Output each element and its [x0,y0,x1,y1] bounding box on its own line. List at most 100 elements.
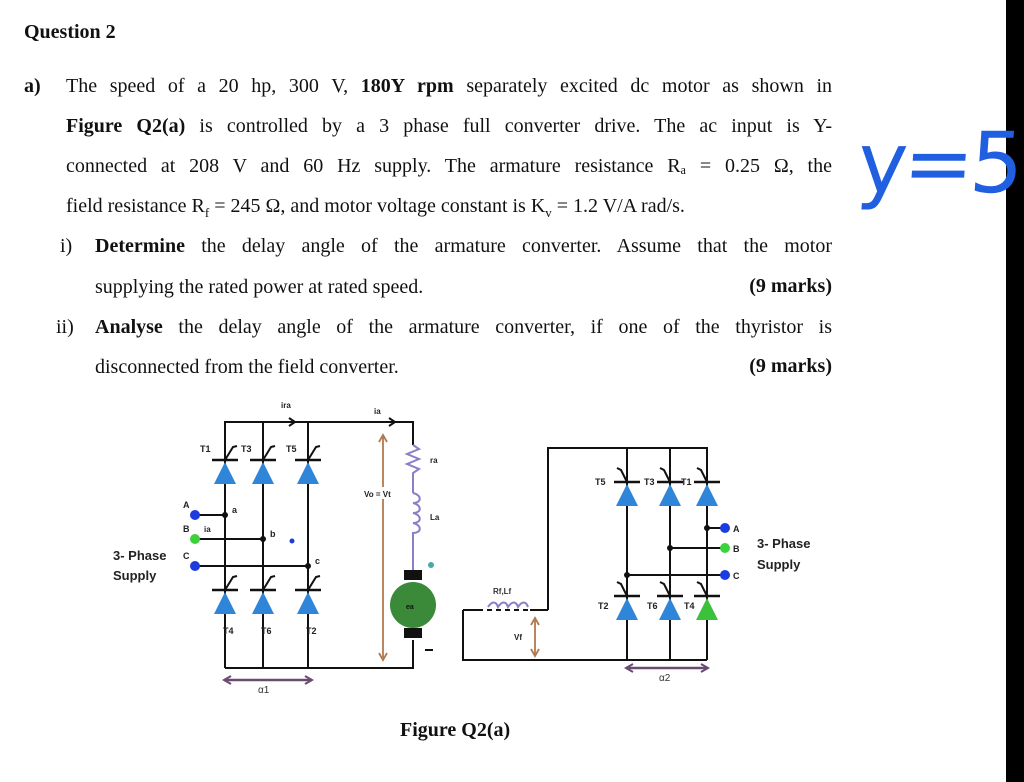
thyristor-icon [297,462,319,484]
thyristor-label: T1 [200,444,211,454]
node-dot [222,512,228,518]
thyristor-icon [696,598,718,620]
dc-motor-icon [390,582,436,628]
motor-brush [404,570,422,580]
label: B [733,544,740,554]
part-a-line-3: connected at 208 V and 60 Hz supply. The… [66,155,832,177]
field-winding-icon [487,601,529,610]
text: the delay angle of the armature converte… [162,316,832,338]
supply-label: 3- Phase [757,536,810,551]
bottom-rail [462,610,707,661]
label: A [183,500,190,510]
phase-terminal [190,510,200,520]
gate-lead [616,581,628,597]
sub-ii-line-1: Analyse the delay angle of the armature … [95,315,832,339]
gate-lead [307,575,321,591]
ia-arrow [380,417,397,427]
gate-lead [616,467,628,483]
rated-speed: 180Y rpm [360,75,454,97]
figure-ref: Figure Q2(a) [66,115,186,137]
figure-caption: Figure Q2(a) [400,719,511,741]
supply-label: Supply [113,568,157,583]
sub-ii-marks: (9 marks) [749,355,832,377]
thyristor-icon [696,484,718,506]
stray-dot [289,538,295,544]
plus-terminal [428,562,434,568]
node-dot [704,525,710,531]
phase-terminal [190,561,200,571]
thyristor-icon [214,592,236,614]
label: b [270,529,276,539]
verb: Determine [95,235,185,257]
thyristor-label: T6 [261,626,272,636]
text: the delay angle of the armature converte… [184,235,832,257]
label: T4 [684,601,695,611]
phase-terminal [720,570,730,580]
gate-lead [696,581,708,597]
thyristor-label: T2 [306,626,317,636]
label: Rf,Lf [493,587,512,596]
vo-arrow-heads [378,433,388,662]
label: C [733,571,740,581]
label: ra [430,456,438,465]
text: is controlled by a 3 phase full converte… [185,115,833,137]
thyristor-icon [659,598,681,620]
label: ea [406,604,414,611]
motor-brush [404,628,422,638]
label: ia [204,525,211,534]
inductor-la-icon [412,492,421,570]
part-a-line-2: Figure Q2(a) is controlled by a 3 phase … [66,114,832,138]
top-rail [224,421,414,668]
text: field resistance R [66,195,205,217]
gate-lead [696,467,708,483]
thyristor-label: T4 [223,626,234,636]
sub-ii-line-2: disconnected from the field converter. [95,356,399,378]
supply-label: 3- Phase [113,548,166,563]
vf-arrow-heads [530,616,540,658]
gate-lead [224,575,238,591]
part-a-line-4: field resistance Rf = 245 Ω, and motor v… [66,194,685,225]
alpha1-arrow-heads [221,675,315,685]
text: The speed of a 20 hp, 300 V, [66,75,361,97]
sub-i-marks: (9 marks) [749,275,832,297]
sub: f [204,205,210,220]
right-border-bar [1006,0,1024,782]
label: ira [281,401,291,410]
sub: v [545,205,552,220]
label: α2 [659,673,671,684]
label: T3 [644,477,655,487]
gate-lead [659,467,671,483]
node-dot [305,563,311,569]
vo-bg [360,487,406,499]
gate-lead [224,445,238,461]
text: separately excited dc motor as shown in [453,75,833,97]
sub-i-label: i) [60,235,73,257]
gate-lead [262,445,276,461]
gate-lead [262,575,276,591]
label: La [430,513,440,522]
sub-i-line-1: Determine the delay angle of the armatur… [95,234,832,258]
gate-lead [307,445,321,461]
thyristor-icon [214,462,236,484]
label: Vo = Vt [364,490,391,499]
sub-ii-label: ii) [56,316,74,338]
node-dot [624,572,630,578]
question-title: Question 2 [24,21,116,43]
phase-terminal [190,534,200,544]
text: = 1.2 V/A rad/s. [551,195,685,217]
part-a-line-1: The speed of a 20 hp, 300 V, 180Y rpm se… [66,74,832,98]
sub-i-line-2: supplying the rated power at rated speed… [95,276,424,298]
ira-arrow [280,417,297,427]
thyristor-icon [252,592,274,614]
thyristor-label: T3 [241,444,252,454]
part-a-label: a) [24,75,41,97]
supply-label: Supply [757,557,801,572]
alpha2-arrow-heads [623,663,711,673]
phase-terminal [720,543,730,553]
label: c [315,556,320,566]
label: α1 [258,685,270,696]
text: = 245 Ω, and motor voltage constant is K [209,195,546,217]
label: a [232,505,238,515]
